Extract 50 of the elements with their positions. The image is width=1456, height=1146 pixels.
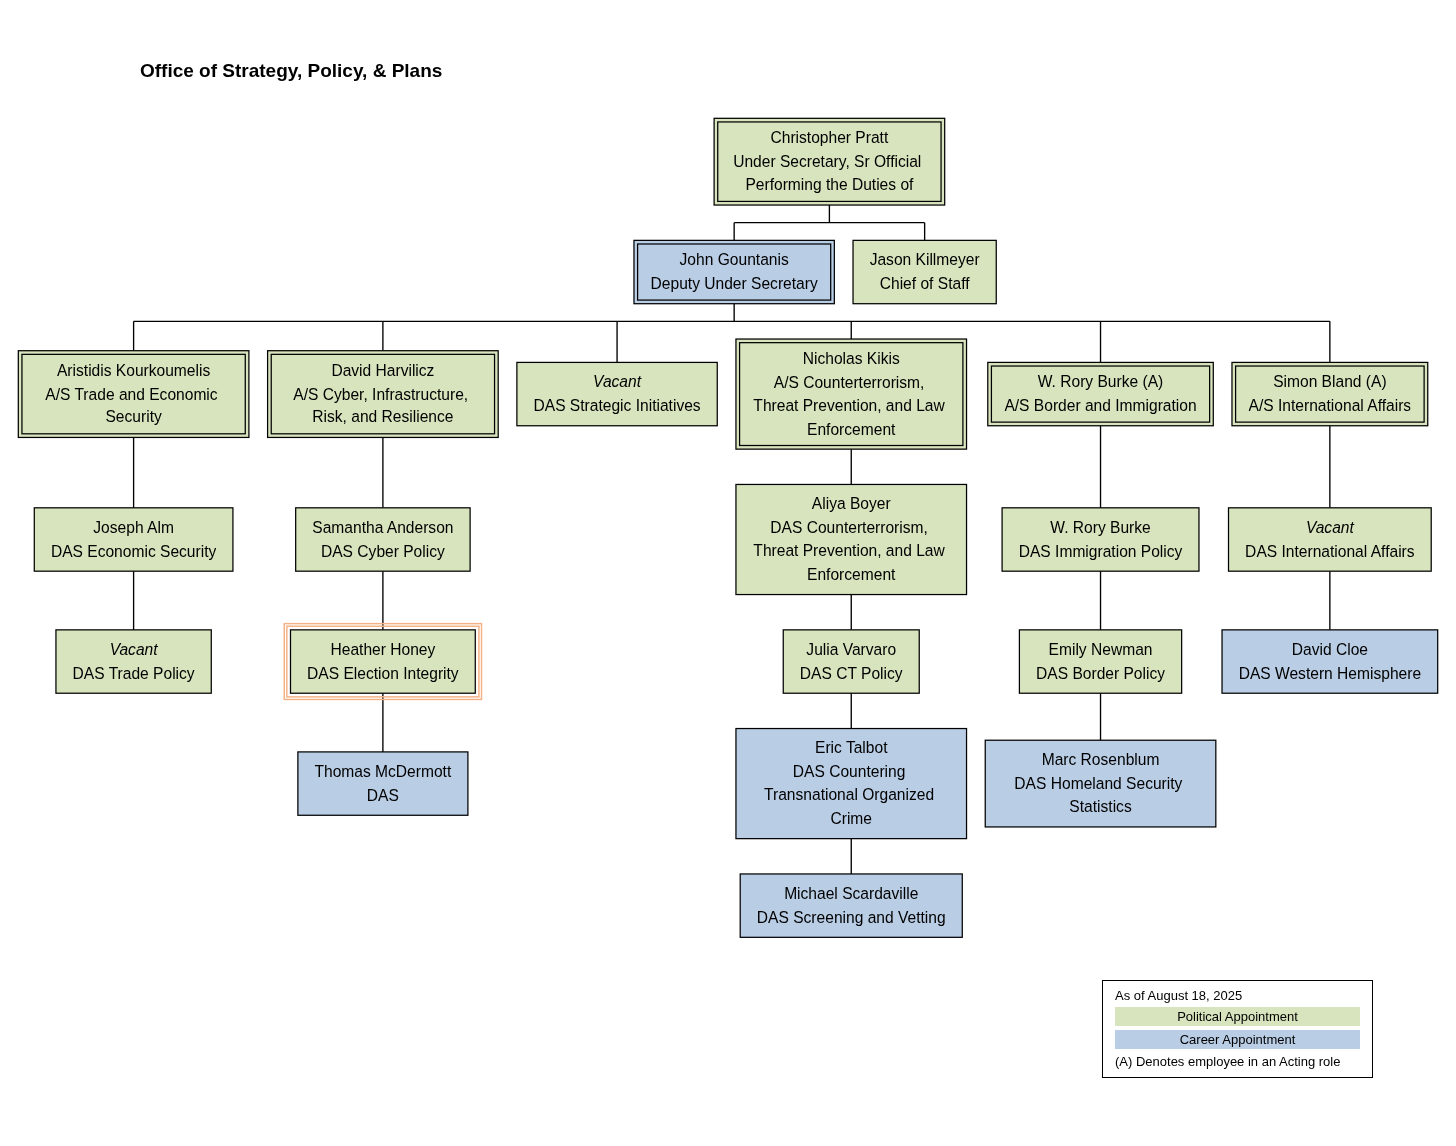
position-box: W. Rory Burke DAS Immigration Policy [1001,507,1200,572]
connector-line [132,320,135,352]
connector-line [382,320,384,352]
connector-line [1329,320,1331,364]
position-box: Emily Newman DAS Border Policy [1018,629,1183,694]
position-box: Aristidis Kourkoumelis A/S Trade and Economic Security [17,350,250,439]
legend-label: Career Appointment [1178,1031,1297,1049]
position-box: Michael Scardaville DAS Screening and Vetting [739,873,963,938]
position-box: Joseph Alm DAS Economic Security [33,507,234,572]
connector-line [132,570,135,631]
connector-line [1099,570,1102,631]
legend-label: Political Appointment [1176,1008,1299,1026]
position-box: W. Rory Burke (A) A/S Border and Immigration [987,361,1214,427]
position-box: David Cloe DAS Western Hemisphere [1221,629,1439,694]
connector-trunk [733,204,926,224]
position-box: Simon Bland (A) A/S International Affairs [1231,361,1429,427]
position-box: Christopher Pratt Under Secretary, Sr Official Performing the Duties of [713,117,946,206]
connector-line [1099,692,1102,741]
position-box: Nicholas Kikis A/S Counterterrorism, Threat Prevention, and Law Enforcement [735,338,968,450]
connector-line [850,692,852,730]
position-box: David Harvilicz A/S Cyber, Infrastructure, Risk, and Resilience [266,350,499,439]
position-box: Julia Varvaro DAS CT Policy [782,629,920,694]
position-box: Aliya Boyer DAS Counterterrorism, Threat Prevention, and Law Enforcement [735,483,968,596]
connector-line [132,436,135,509]
connector-line [616,320,618,364]
connector-trunk [132,303,1331,323]
connector-line [382,570,384,631]
legend-note: (A) Denotes employee in an Acting role [1115,1054,1341,1069]
position-box: Eric Talbot DAS Countering Transnational Organized Crime [735,727,968,840]
position-box: Jason Killmeyer Chief of Staff [852,239,997,305]
connector-line [1329,425,1331,509]
connector-line [1099,425,1102,509]
position-box: Marc Rosenblum DAS Homeland Security Statistics [984,739,1217,828]
connector-line [1329,570,1331,631]
connector-line [1099,320,1102,364]
connector-line [850,448,852,486]
position-box: Vacant DAS Trade Policy [55,629,212,694]
position-box: Thomas McDermott DAS [297,751,469,816]
title: Office of Strategy, Policy, & Plans [140,60,443,82]
position-box: Samantha Anderson DAS Cyber Policy [295,507,471,572]
connector-line [850,837,852,875]
position-box: John Gountanis Deputy Under Secretary [633,239,835,305]
connector-line [733,222,735,242]
legend-note: As of August 18, 2025 [1115,988,1243,1003]
position-box: Vacant DAS Strategic Initiatives [516,361,718,427]
position-box: Heather Honey DAS Election Integrity [283,622,483,701]
connector-line [382,692,384,753]
connector-line [850,593,852,631]
connector-line [382,436,384,509]
position-box: Vacant DAS International Affairs [1227,507,1432,572]
